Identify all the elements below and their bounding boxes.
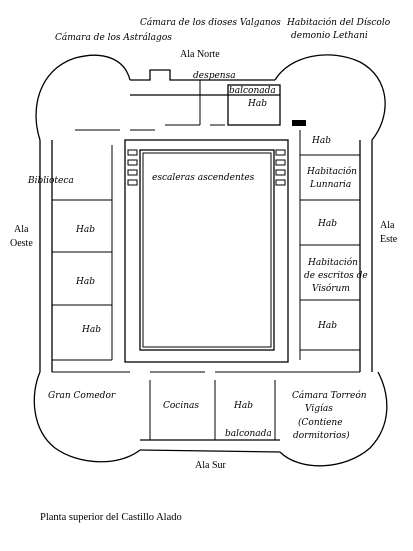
label-ala-este-2: Este	[380, 234, 398, 245]
tower-northwest	[35, 54, 131, 141]
tower-southwest	[33, 371, 141, 463]
label-torreon: Cámara Torreón	[292, 390, 367, 401]
balconada-hab-room	[227, 84, 281, 126]
label-despensa: despensa	[193, 71, 236, 81]
label-ala-oeste: Ala	[14, 224, 29, 235]
label-balconada-s: balconada	[225, 429, 272, 439]
label-hab-e1: Hab	[317, 219, 337, 229]
label-hab-s: Hab	[233, 401, 253, 411]
tower-northeast	[274, 54, 386, 141]
label-balconada-n: balconada	[229, 86, 276, 96]
tower-southeast	[279, 371, 388, 467]
label-escaleras: escaleras ascendentes	[152, 173, 255, 183]
south-outer-wall	[139, 449, 281, 453]
label-camara-dioses: Cámara de los dioses Valganos	[140, 17, 281, 28]
label-vigias: Vigías	[305, 403, 333, 414]
label-habitacion-discolo-2: demonio Lethani	[291, 31, 368, 41]
label-dormitorios: dormitorios)	[293, 430, 350, 441]
courtyard-outer	[124, 139, 289, 363]
label-balconada-hab: Hab	[247, 99, 267, 109]
label-habitacion-discolo: Habitación del Díscolo	[286, 17, 391, 28]
label-hab-w3: Hab	[81, 325, 101, 335]
label-escritos: de escritos de	[304, 271, 368, 281]
label-hab-w1: Hab	[75, 225, 95, 235]
north-outer-wall	[130, 69, 275, 81]
label-contiene: (Contiene	[298, 417, 343, 428]
label-visorum: Visórum	[312, 283, 350, 294]
label-hab-e2: Hab	[317, 321, 337, 331]
label-ala-oeste-2: Oeste	[10, 238, 33, 249]
column-block	[292, 120, 306, 126]
plan-caption: Planta superior del Castillo Alado	[40, 512, 182, 523]
label-biblioteca: Biblioteca	[27, 176, 74, 186]
label-hab-w2: Hab	[75, 277, 95, 287]
label-ala-norte: Ala Norte	[180, 49, 220, 60]
label-ala-sur: Ala Sur	[195, 460, 227, 471]
label-lunnaria: Lunnaria	[309, 180, 351, 190]
label-camara-astralagos: Cámara de los Astrálagos	[55, 32, 172, 43]
label-hab-ne: Hab	[311, 136, 331, 146]
label-habitacion-visorum: Habitación	[307, 257, 358, 268]
label-gran-comedor: Gran Comedor	[48, 391, 116, 401]
courtyard-inner	[139, 149, 275, 351]
stair-steps	[127, 149, 286, 186]
staircase	[142, 152, 272, 348]
label-cocinas: Cocinas	[163, 401, 199, 411]
label-habitacion-lunnaria: Habitación	[306, 166, 357, 177]
label-ala-este: Ala	[380, 220, 395, 231]
